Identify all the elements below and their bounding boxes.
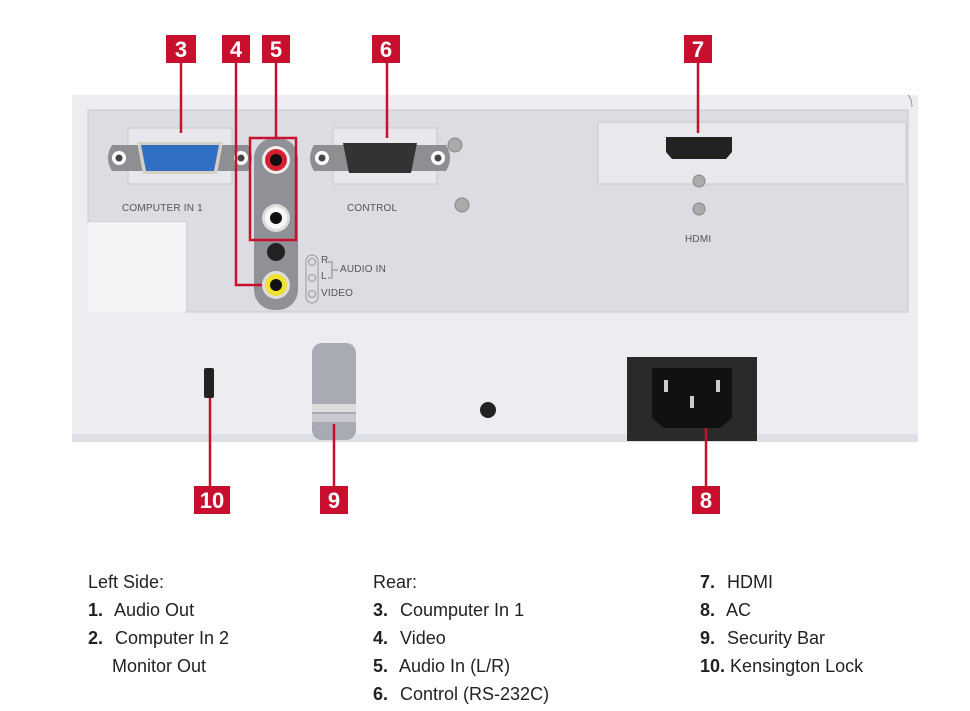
vga-port xyxy=(108,127,252,185)
serial-port xyxy=(310,127,450,185)
label-l: L xyxy=(321,271,327,282)
legend-item: 6. Control (RS-232C) xyxy=(373,684,550,704)
badge-3: 3 xyxy=(166,35,196,63)
ac-inlet xyxy=(627,357,757,441)
label-hdmi: HDMI xyxy=(685,234,712,245)
badge-9: 9 xyxy=(320,486,348,514)
label-audio-in: AUDIO IN xyxy=(340,264,387,275)
legend-other: 7. HDMI 8. AC 9. Security Bar 10. Kensin… xyxy=(700,568,863,680)
badge-6: 6 xyxy=(372,35,400,63)
legend-item: 4. Video xyxy=(373,628,446,648)
label-r: R xyxy=(321,255,329,266)
hdmi-area xyxy=(597,121,907,185)
badge-4: 4 xyxy=(222,35,250,63)
badge-8: 8 xyxy=(692,486,720,514)
legend-item: 7. HDMI xyxy=(700,572,774,592)
legend-item: 5. Audio In (L/R) xyxy=(373,656,511,676)
legend-item: 1. Audio Out xyxy=(88,600,195,620)
badge-7: 7 xyxy=(684,35,712,63)
legend-left-side: Left Side: 1. Audio Out 2. Computer In 2… xyxy=(88,568,229,680)
rca-yellow xyxy=(262,271,290,299)
rca-red xyxy=(262,146,290,174)
legend-item-continued: Monitor Out xyxy=(112,656,207,676)
legend-rear: Rear: 3. Coumputer In 1 4. Video 5. Audi… xyxy=(373,568,549,708)
label-control: CONTROL xyxy=(347,203,398,214)
hdmi-port xyxy=(666,137,732,159)
badge-5: 5 xyxy=(262,35,290,63)
label-video: VIDEO xyxy=(321,288,354,299)
legend-item: 8. AC xyxy=(700,600,752,620)
legend-heading: Left Side: xyxy=(88,572,165,592)
label-computer-in-1: COMPUTER IN 1 xyxy=(122,203,203,214)
legend-item: 10. Kensington Lock xyxy=(700,656,864,676)
kensington-slot xyxy=(204,368,214,398)
legend-heading: Rear: xyxy=(373,572,418,592)
legend-item: 3. Coumputer In 1 xyxy=(373,600,525,620)
legend-item: 2. Computer In 2 xyxy=(88,628,230,648)
rca-white xyxy=(262,204,290,232)
badge-10: 10 xyxy=(194,486,230,514)
legend-item: 9. Security Bar xyxy=(700,628,826,648)
